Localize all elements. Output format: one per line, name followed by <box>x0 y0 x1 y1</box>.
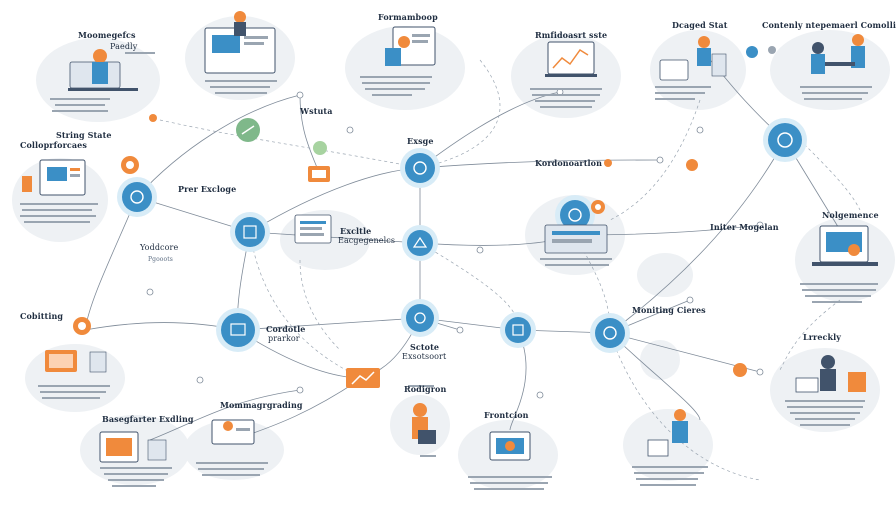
caption-lines <box>20 52 878 490</box>
label-pgooots: Pgooots <box>148 256 173 263</box>
label-cordotle: Cordotle <box>266 324 306 334</box>
label-frontcion: Frontcion <box>484 410 529 420</box>
label-contenly: Contenly ntepemaerl Comolling <box>762 20 896 30</box>
label-lrreckly: Lrreckly <box>803 332 842 342</box>
label-rodigron: Rodigron <box>404 384 447 394</box>
leaf-icon <box>313 141 327 155</box>
gear-icon <box>686 159 698 171</box>
gear-icon <box>604 159 612 167</box>
label-prer-excloge: Prer Excloge <box>178 184 237 194</box>
label-mommagrgrading: Mommagrgrading <box>220 400 303 410</box>
label-excltle-sub: Eacgegenelcs <box>338 236 396 245</box>
document-excltle <box>294 214 332 244</box>
screen-panels <box>22 11 878 463</box>
hub-sctote <box>401 299 439 337</box>
label-sctote: Sctote <box>410 342 440 352</box>
label-formamboop: Formamboop <box>378 12 438 22</box>
label-basegfarter: Basegfarter Exdling <box>102 414 194 424</box>
folder-icon <box>308 166 330 182</box>
label-moomegefcs: Moomegefcs <box>78 30 136 40</box>
hub-prer-excloge <box>117 177 157 217</box>
person-dcaged <box>659 36 727 81</box>
monitor-cobitting <box>45 350 107 373</box>
label-cordotle-sub: prarkor <box>268 334 300 343</box>
gear-icon <box>149 114 157 122</box>
monitor-formamboop <box>385 26 436 66</box>
hub-lower-center <box>500 312 536 348</box>
person-bottom-right <box>647 409 688 457</box>
hub-nodes <box>117 118 807 353</box>
label-yoddcore: Yoddcore <box>140 243 179 252</box>
hub-right-upper <box>763 118 807 162</box>
hub-cordotle <box>216 308 260 352</box>
label-colloprforcaes: Colloprforcaes <box>20 140 87 150</box>
monitor-string-state <box>22 159 86 196</box>
label-string-state: String State <box>56 130 112 140</box>
accent-icons <box>73 114 747 388</box>
monitor-nolgemence <box>812 225 878 266</box>
monitor-analytics <box>545 41 597 77</box>
monitor-basegfarter <box>99 431 167 463</box>
dot-nodes <box>146 88 764 399</box>
bulb-icon <box>733 363 747 377</box>
monitor-momma <box>211 419 255 445</box>
persons-contently <box>746 34 865 74</box>
label-dcaged-stat: Dcaged Stat <box>672 20 728 30</box>
hub-moniting <box>590 313 630 353</box>
monitor-top <box>204 11 276 74</box>
hub-middle <box>402 225 438 261</box>
monitor-frontcion <box>489 431 531 461</box>
label-excltle: Excltle <box>340 226 372 236</box>
gear-icon <box>591 200 605 214</box>
label-moniting-cieres: Moniting Cieres <box>632 305 706 315</box>
workstation-top-left <box>68 49 138 91</box>
label-kordonoartlon: Kordonoartlon <box>535 158 602 168</box>
label-exsge: Exsge <box>407 136 434 146</box>
label-sctote-sub: Exsotsoort <box>402 352 447 361</box>
person-rodigron <box>412 403 436 444</box>
leaf-icon <box>236 118 260 142</box>
label-cobitting: Cobitting <box>20 311 64 321</box>
person-lrreckly <box>795 355 866 393</box>
server-kordon <box>544 224 608 254</box>
label-wstuta: Wstuta <box>300 106 333 116</box>
label-rmfidoasrt: Rmfidoasrt sste <box>535 30 608 40</box>
hub-exsge <box>400 148 440 188</box>
gear-icon <box>121 156 139 174</box>
label-paedly: Paedly <box>110 42 138 51</box>
label-nolgemence: Nolgemence <box>822 210 879 220</box>
chart-icon <box>346 368 380 388</box>
hub-center-left <box>230 212 270 252</box>
connector-lines <box>84 59 841 441</box>
label-initer-mogelan: Initer Mogelan <box>710 222 779 232</box>
gear-icon <box>73 317 91 335</box>
